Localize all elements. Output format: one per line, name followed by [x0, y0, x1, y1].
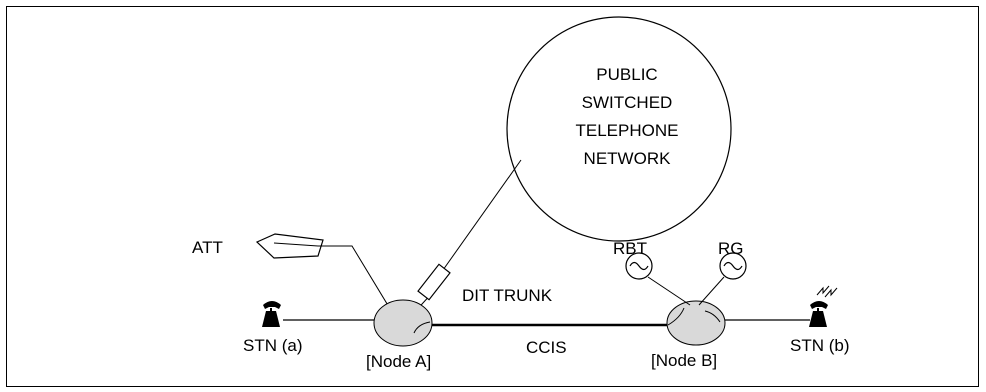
rg-link-line	[698, 276, 725, 306]
attendant-console-icon	[255, 233, 324, 259]
node-b	[666, 300, 726, 346]
node-a-internal-path	[413, 321, 431, 334]
rbt-link-line	[647, 276, 691, 306]
node-b-internal-path	[667, 307, 721, 326]
trunk-circuit-icon	[417, 263, 451, 301]
pstn-label-line1: PUBLIC	[596, 65, 657, 84]
pstn-label-line3: TELEPHONE	[576, 121, 679, 140]
rbt-tone-generator-icon	[625, 252, 653, 280]
dit-trunk-label: DIT TRUNK	[462, 286, 553, 305]
pstn-label-line2: SWITCHED	[582, 93, 673, 112]
node-b-label: [Node B]	[651, 351, 717, 370]
att-link-line	[318, 245, 393, 313]
pstn-label-line4: NETWORK	[584, 149, 672, 168]
dit-trunk-line-upper	[442, 159, 522, 271]
node-a-label: [Node A]	[366, 352, 431, 371]
att-label: ATT	[192, 238, 223, 257]
ccis-label: CCIS	[526, 338, 567, 357]
stn-b-label: STN (b)	[790, 336, 850, 355]
ringing-telephone-icon	[809, 285, 838, 327]
rg-tone-generator-icon	[719, 252, 747, 280]
stn-a-label: STN (a)	[243, 336, 303, 355]
node-a	[373, 299, 433, 347]
pstn-circle	[506, 16, 732, 242]
telephone-icon	[262, 301, 281, 327]
diagram-frame	[6, 6, 979, 387]
